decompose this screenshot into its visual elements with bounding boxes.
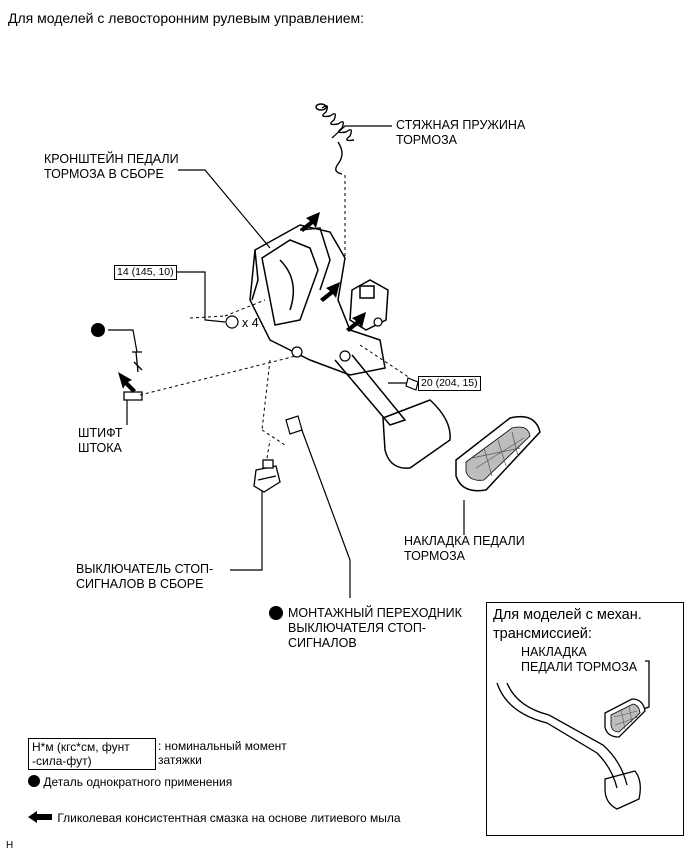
grease-arrow-icon xyxy=(28,811,52,823)
label-line: ВЫКЛЮЧАТЕЛЬ СТОП- xyxy=(76,562,214,576)
inset-pedal-drawing xyxy=(496,660,650,810)
leader-switch xyxy=(230,490,263,571)
nonreusable-dot-adapter xyxy=(269,606,283,620)
label-line: ШТОКА xyxy=(78,441,122,455)
label-bracket: КРОНШТЕЙН ПЕДАЛИ ТОРМОЗА В СБОРЕ xyxy=(44,152,179,182)
label-line: МОНТАЖНЫЙ ПЕРЕХОДНИК xyxy=(288,606,462,620)
legend-grease-text: Гликолевая консистентная смазка на основ… xyxy=(57,811,401,825)
legend-line: : номинальный момент xyxy=(158,739,287,753)
page-title: Для моделей с левосторонним рулевым упра… xyxy=(8,10,365,26)
label-push-rod-pin: ШТИФТ ШТОКА xyxy=(78,426,123,456)
nonreusable-dot-clip xyxy=(91,323,105,337)
leader-bracket xyxy=(178,169,271,249)
label-line: ПЕДАЛИ ТОРМОЗА xyxy=(521,660,638,674)
label-pedal-pad: НАКЛАДКА ПЕДАЛИ ТОРМОЗА xyxy=(404,534,525,564)
pedal-bracket xyxy=(249,224,389,376)
inset-title: Для моделей с механ. трансмиссией: xyxy=(493,606,642,644)
leader-clip xyxy=(108,329,138,353)
torque-spec-1: 14 (145, 10) xyxy=(114,265,177,280)
clip-icon xyxy=(132,351,143,373)
label-line: СТЯЖНАЯ ПРУЖИНА xyxy=(396,118,526,132)
pedal-arm xyxy=(334,354,451,469)
label-line: КРОНШТЕЙН ПЕДАЛИ xyxy=(44,152,179,166)
inset-title-line: трансмиссией: xyxy=(493,626,592,642)
label-stop-switch: ВЫКЛЮЧАТЕЛЬ СТОП- СИГНАЛОВ В СБОРЕ xyxy=(76,562,213,592)
legend-line: Н*м (кгс*см, фунт xyxy=(32,740,130,754)
torque-spec-2: 20 (204, 15) xyxy=(418,376,481,391)
label-line: НАКЛАДКА xyxy=(521,645,587,659)
legend-torque-box: Н*м (кгс*см, фунт -сила-фут) xyxy=(28,738,156,770)
inset-title-line: Для моделей с механ. xyxy=(493,607,642,623)
figure-code: H xyxy=(6,840,14,851)
legend-grease: Гликолевая консистентная смазка на основ… xyxy=(28,810,401,825)
grease-arrows xyxy=(118,212,366,393)
return-spring xyxy=(315,103,355,175)
label-line: ТОРМОЗА xyxy=(404,549,466,563)
label-line: СИГНАЛОВ xyxy=(288,636,357,650)
legend-line: затяжки xyxy=(158,753,202,767)
label-return-spring: СТЯЖНАЯ ПРУЖИНА ТОРМОЗА xyxy=(396,118,525,148)
bolt-icon xyxy=(405,377,419,391)
leader-adapter xyxy=(299,424,351,598)
manual-transmission-inset: Для моделей с механ. трансмиссией: НАКЛА… xyxy=(486,602,684,836)
label-line: ТОРМОЗА В СБОРЕ xyxy=(44,167,164,181)
legend-line: -сила-фут) xyxy=(32,754,92,768)
inset-pad-label: НАКЛАДКА ПЕДАЛИ ТОРМОЗА xyxy=(521,645,637,675)
switch-adapter xyxy=(285,415,303,435)
pedal-pad xyxy=(455,415,541,492)
push-rod-pin xyxy=(123,391,143,401)
label-line: ВЫКЛЮЧАТЕЛЯ СТОП- xyxy=(288,621,427,635)
label-line: СИГНАЛОВ В СБОРЕ xyxy=(76,577,204,591)
label-line: НАКЛАДКА ПЕДАЛИ xyxy=(404,534,525,548)
legend-torque-desc: : номинальный момент затяжки xyxy=(158,739,287,767)
nut-icon xyxy=(225,315,239,329)
legend-nonreusable-text: Деталь однократного применения xyxy=(43,775,233,789)
leader-return-spring xyxy=(331,125,392,139)
legend-nonreusable: Деталь однократного применения xyxy=(28,775,232,789)
label-line: ТОРМОЗА xyxy=(396,133,458,147)
quantity-label: x 4 xyxy=(242,316,259,330)
stop-switch xyxy=(253,459,281,493)
leader-torque1 xyxy=(176,271,226,323)
label-line: ШТИФТ xyxy=(78,426,123,440)
label-switch-adapter: МОНТАЖНЫЙ ПЕРЕХОДНИК ВЫКЛЮЧАТЕЛЯ СТОП- С… xyxy=(288,606,462,651)
nonreusable-dot-icon xyxy=(28,775,40,787)
